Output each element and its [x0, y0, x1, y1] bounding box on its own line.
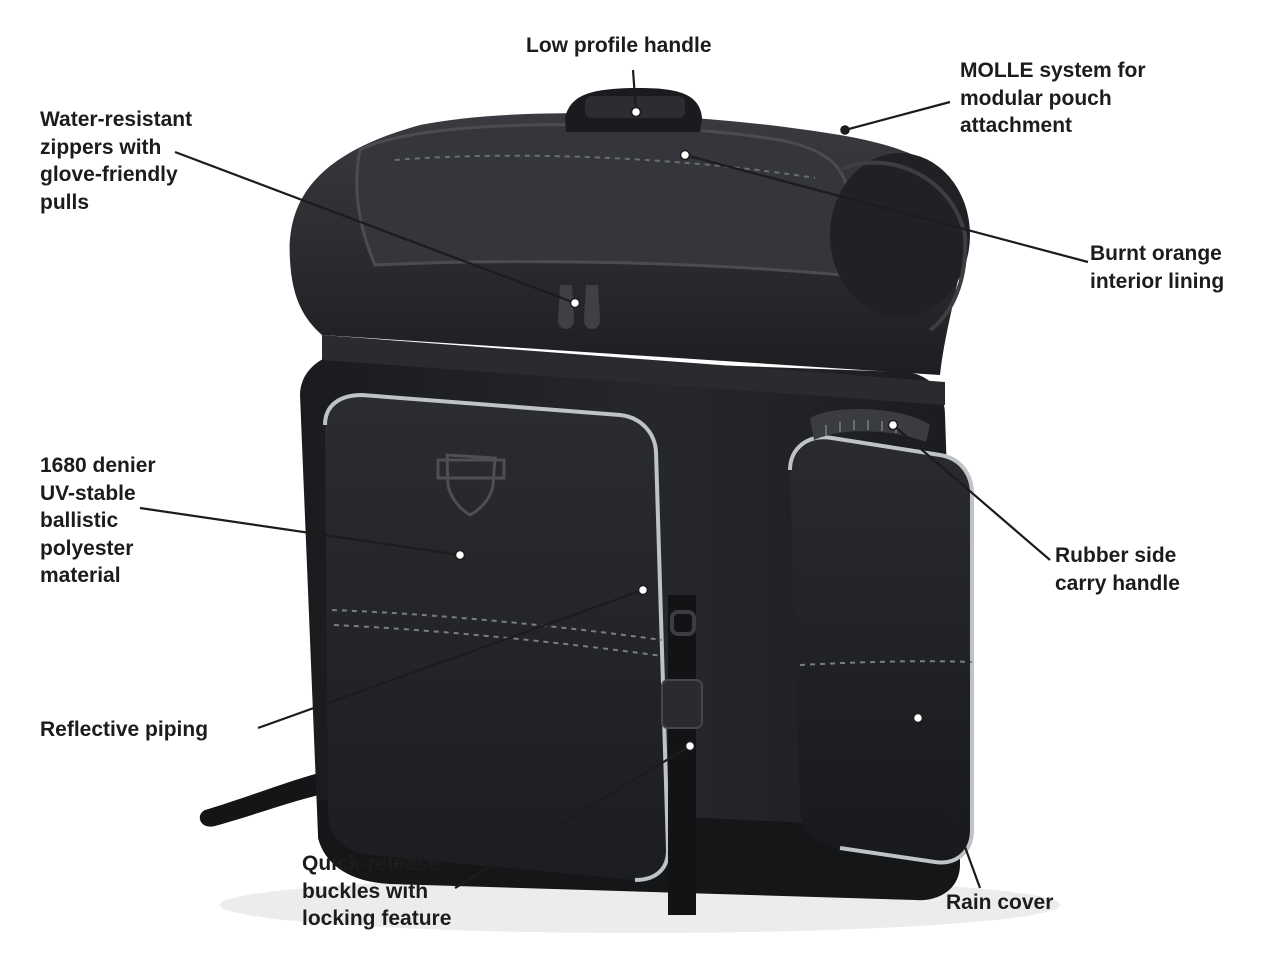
dot-low-profile-handle — [630, 106, 642, 118]
label-ballistic-polyester: 1680 denier UV-stable ballistic polyeste… — [40, 454, 156, 587]
label-rubber-side-handle: Rubber side carry handle — [1055, 544, 1180, 595]
front-pocket-piping — [323, 392, 671, 882]
label-molle-system: MOLLE system for modular pouch attachmen… — [960, 59, 1146, 137]
side-handle — [810, 408, 930, 442]
leader-ballistic-polyester — [139, 506, 461, 557]
dot-quick-release-buckles — [684, 740, 696, 752]
top-flap — [355, 123, 850, 277]
label-burnt-orange-lining: Burnt orange interior lining — [1090, 242, 1225, 293]
floor-strap — [199, 770, 340, 827]
leader-water-resistant-zippers — [174, 150, 576, 305]
leader-lines — [139, 69, 1089, 889]
label-quick-release-buckles: Quick-release buckles with locking featu… — [302, 852, 452, 930]
leader-reflective-piping — [257, 588, 644, 730]
label-rain-cover: Rain cover — [946, 891, 1054, 914]
side-pocket-piping — [788, 435, 974, 865]
leader-low-profile-handle — [631, 69, 638, 113]
zipper-pull-left — [558, 285, 574, 329]
leader-rubber-side-handle — [892, 424, 1051, 561]
dot-ballistic-polyester — [454, 549, 466, 561]
front-pocket-stitch-2 — [333, 624, 663, 657]
dot-burnt-orange-lining — [679, 149, 691, 161]
top-flap-stitch — [394, 154, 816, 179]
label-low-profile-handle: Low profile handle — [526, 34, 712, 57]
front-pocket-stitch — [331, 609, 663, 641]
dot-rain-cover — [912, 712, 924, 724]
leader-quick-release-buckles — [454, 745, 691, 889]
leader-dots — [454, 106, 924, 752]
label-water-resistant-zippers: Water-resistant zippers with glove-frien… — [40, 108, 193, 214]
dot-water-resistant-zippers — [569, 297, 581, 309]
dot-molle-system — [840, 125, 850, 135]
side-pocket-stitch — [799, 660, 973, 666]
center-strap — [668, 595, 696, 915]
leader-rain-cover — [916, 717, 982, 889]
leader-molle-system — [844, 100, 951, 132]
top-roll-end — [830, 153, 970, 317]
label-reflective-piping: Reflective piping — [40, 718, 209, 741]
d-ring — [670, 610, 696, 636]
side-pocket — [790, 437, 972, 863]
leader-burnt-orange-lining — [684, 153, 1089, 264]
brand-emblem — [436, 453, 506, 517]
bag-mid-band — [322, 335, 945, 405]
zipper-pull-right — [584, 285, 600, 329]
buckle — [661, 679, 703, 729]
dot-reflective-piping — [637, 584, 649, 596]
dot-rubber-side-handle — [887, 419, 899, 431]
